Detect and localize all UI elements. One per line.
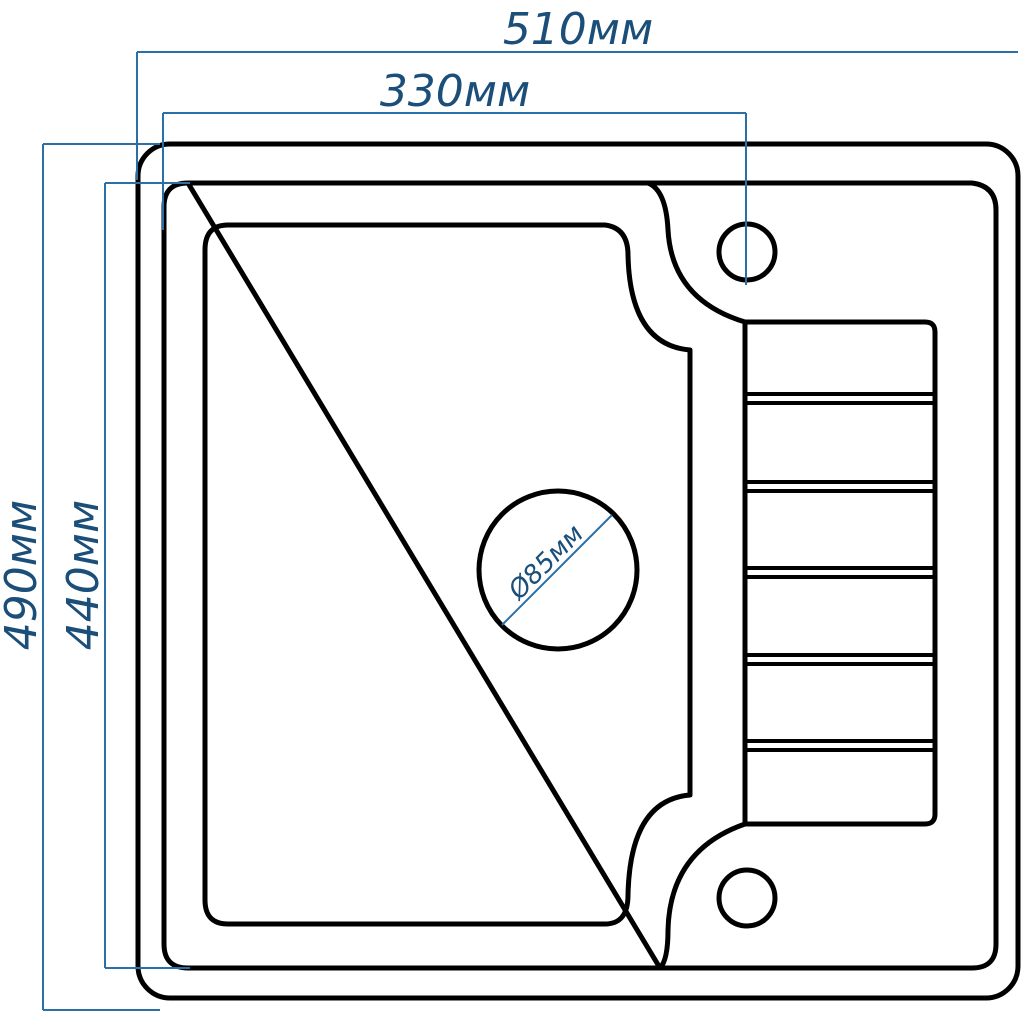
label-bowl-depth: 440мм (58, 500, 109, 650)
dimension-lines (42, 51, 1018, 1011)
label-overall-depth: 490мм (0, 500, 47, 650)
dim-line-drain-diameter (501, 514, 613, 626)
label-bowl-width: 330мм (380, 66, 530, 117)
sink-outer-rim (135, 141, 1021, 1001)
overflow-hole-bottom (716, 867, 778, 929)
drainboard-outline (742, 319, 938, 827)
drain-circle (476, 488, 640, 652)
bowl-outline (202, 222, 693, 927)
label-overall-width: 510мм (503, 4, 653, 55)
label-drain-diameter: Ø85мм (502, 519, 590, 607)
sink-body (135, 141, 1021, 1001)
sink-inner-rim (161, 180, 999, 971)
drainboard-grooves (743, 392, 935, 752)
